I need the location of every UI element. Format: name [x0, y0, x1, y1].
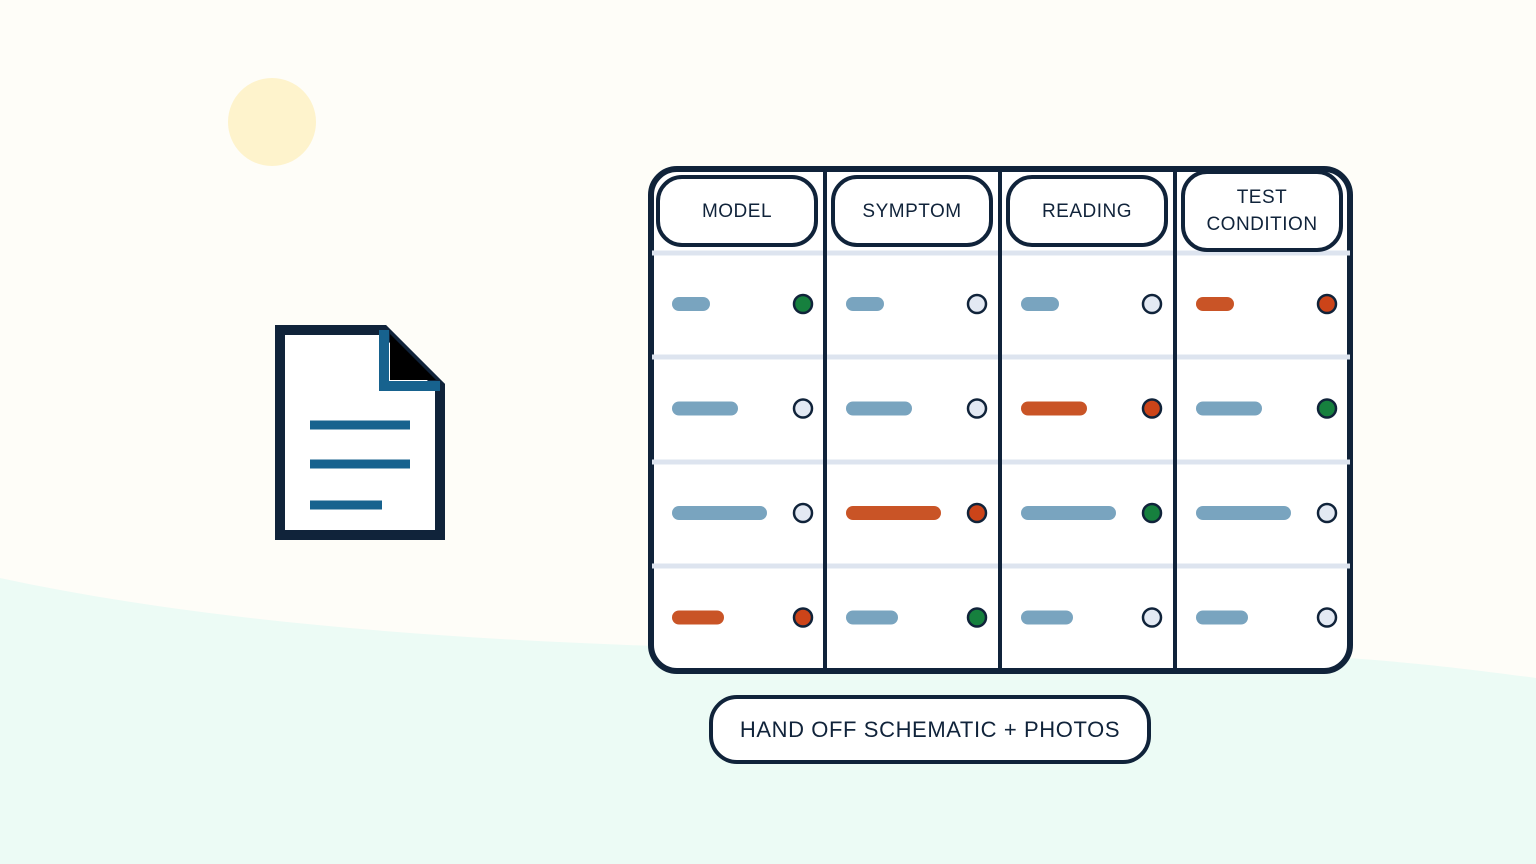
cell-bar	[672, 297, 710, 311]
header-pill-reading	[1006, 175, 1168, 247]
cell-bar	[1021, 610, 1073, 625]
cell-bar	[846, 610, 898, 625]
status-dot-green	[792, 293, 814, 315]
header-pill-model	[656, 175, 818, 247]
cell-bar	[672, 610, 724, 625]
cell-bar	[846, 506, 941, 520]
status-dot-empty	[792, 398, 814, 419]
status-dot-empty	[1316, 502, 1338, 524]
document-icon	[275, 325, 445, 540]
status-dot-red	[1316, 293, 1338, 315]
status-dot-empty	[966, 398, 988, 419]
status-dot-empty	[1316, 607, 1338, 628]
cell-bar	[846, 297, 884, 311]
cell-bar	[1196, 506, 1291, 520]
status-dot-empty	[966, 293, 988, 315]
cell-bar	[846, 401, 912, 416]
hand-off-button[interactable]: HAND OFF SCHEMATIC + PHOTOS	[709, 695, 1151, 764]
cell-bar	[1021, 297, 1059, 311]
header-pill-symptom	[831, 175, 993, 247]
cell-bar	[1196, 610, 1248, 625]
cell-bar	[1196, 297, 1234, 311]
status-dot-red	[966, 502, 988, 524]
header-pill-test_condition	[1181, 170, 1343, 252]
status-dot-green	[966, 607, 988, 628]
sun-circle	[228, 78, 316, 166]
cell-bar	[1196, 401, 1262, 416]
cell-bar	[1021, 401, 1087, 416]
status-dot-green	[1141, 502, 1163, 524]
status-dot-green	[1316, 398, 1338, 419]
cell-bar	[672, 506, 767, 520]
status-dot-red	[792, 607, 814, 628]
cell-bar	[1021, 506, 1116, 520]
status-dot-empty	[1141, 293, 1163, 315]
status-dot-empty	[1141, 607, 1163, 628]
status-dot-red	[1141, 398, 1163, 419]
data-table	[648, 166, 1353, 674]
status-dot-empty	[792, 502, 814, 524]
cell-bar	[672, 401, 738, 416]
